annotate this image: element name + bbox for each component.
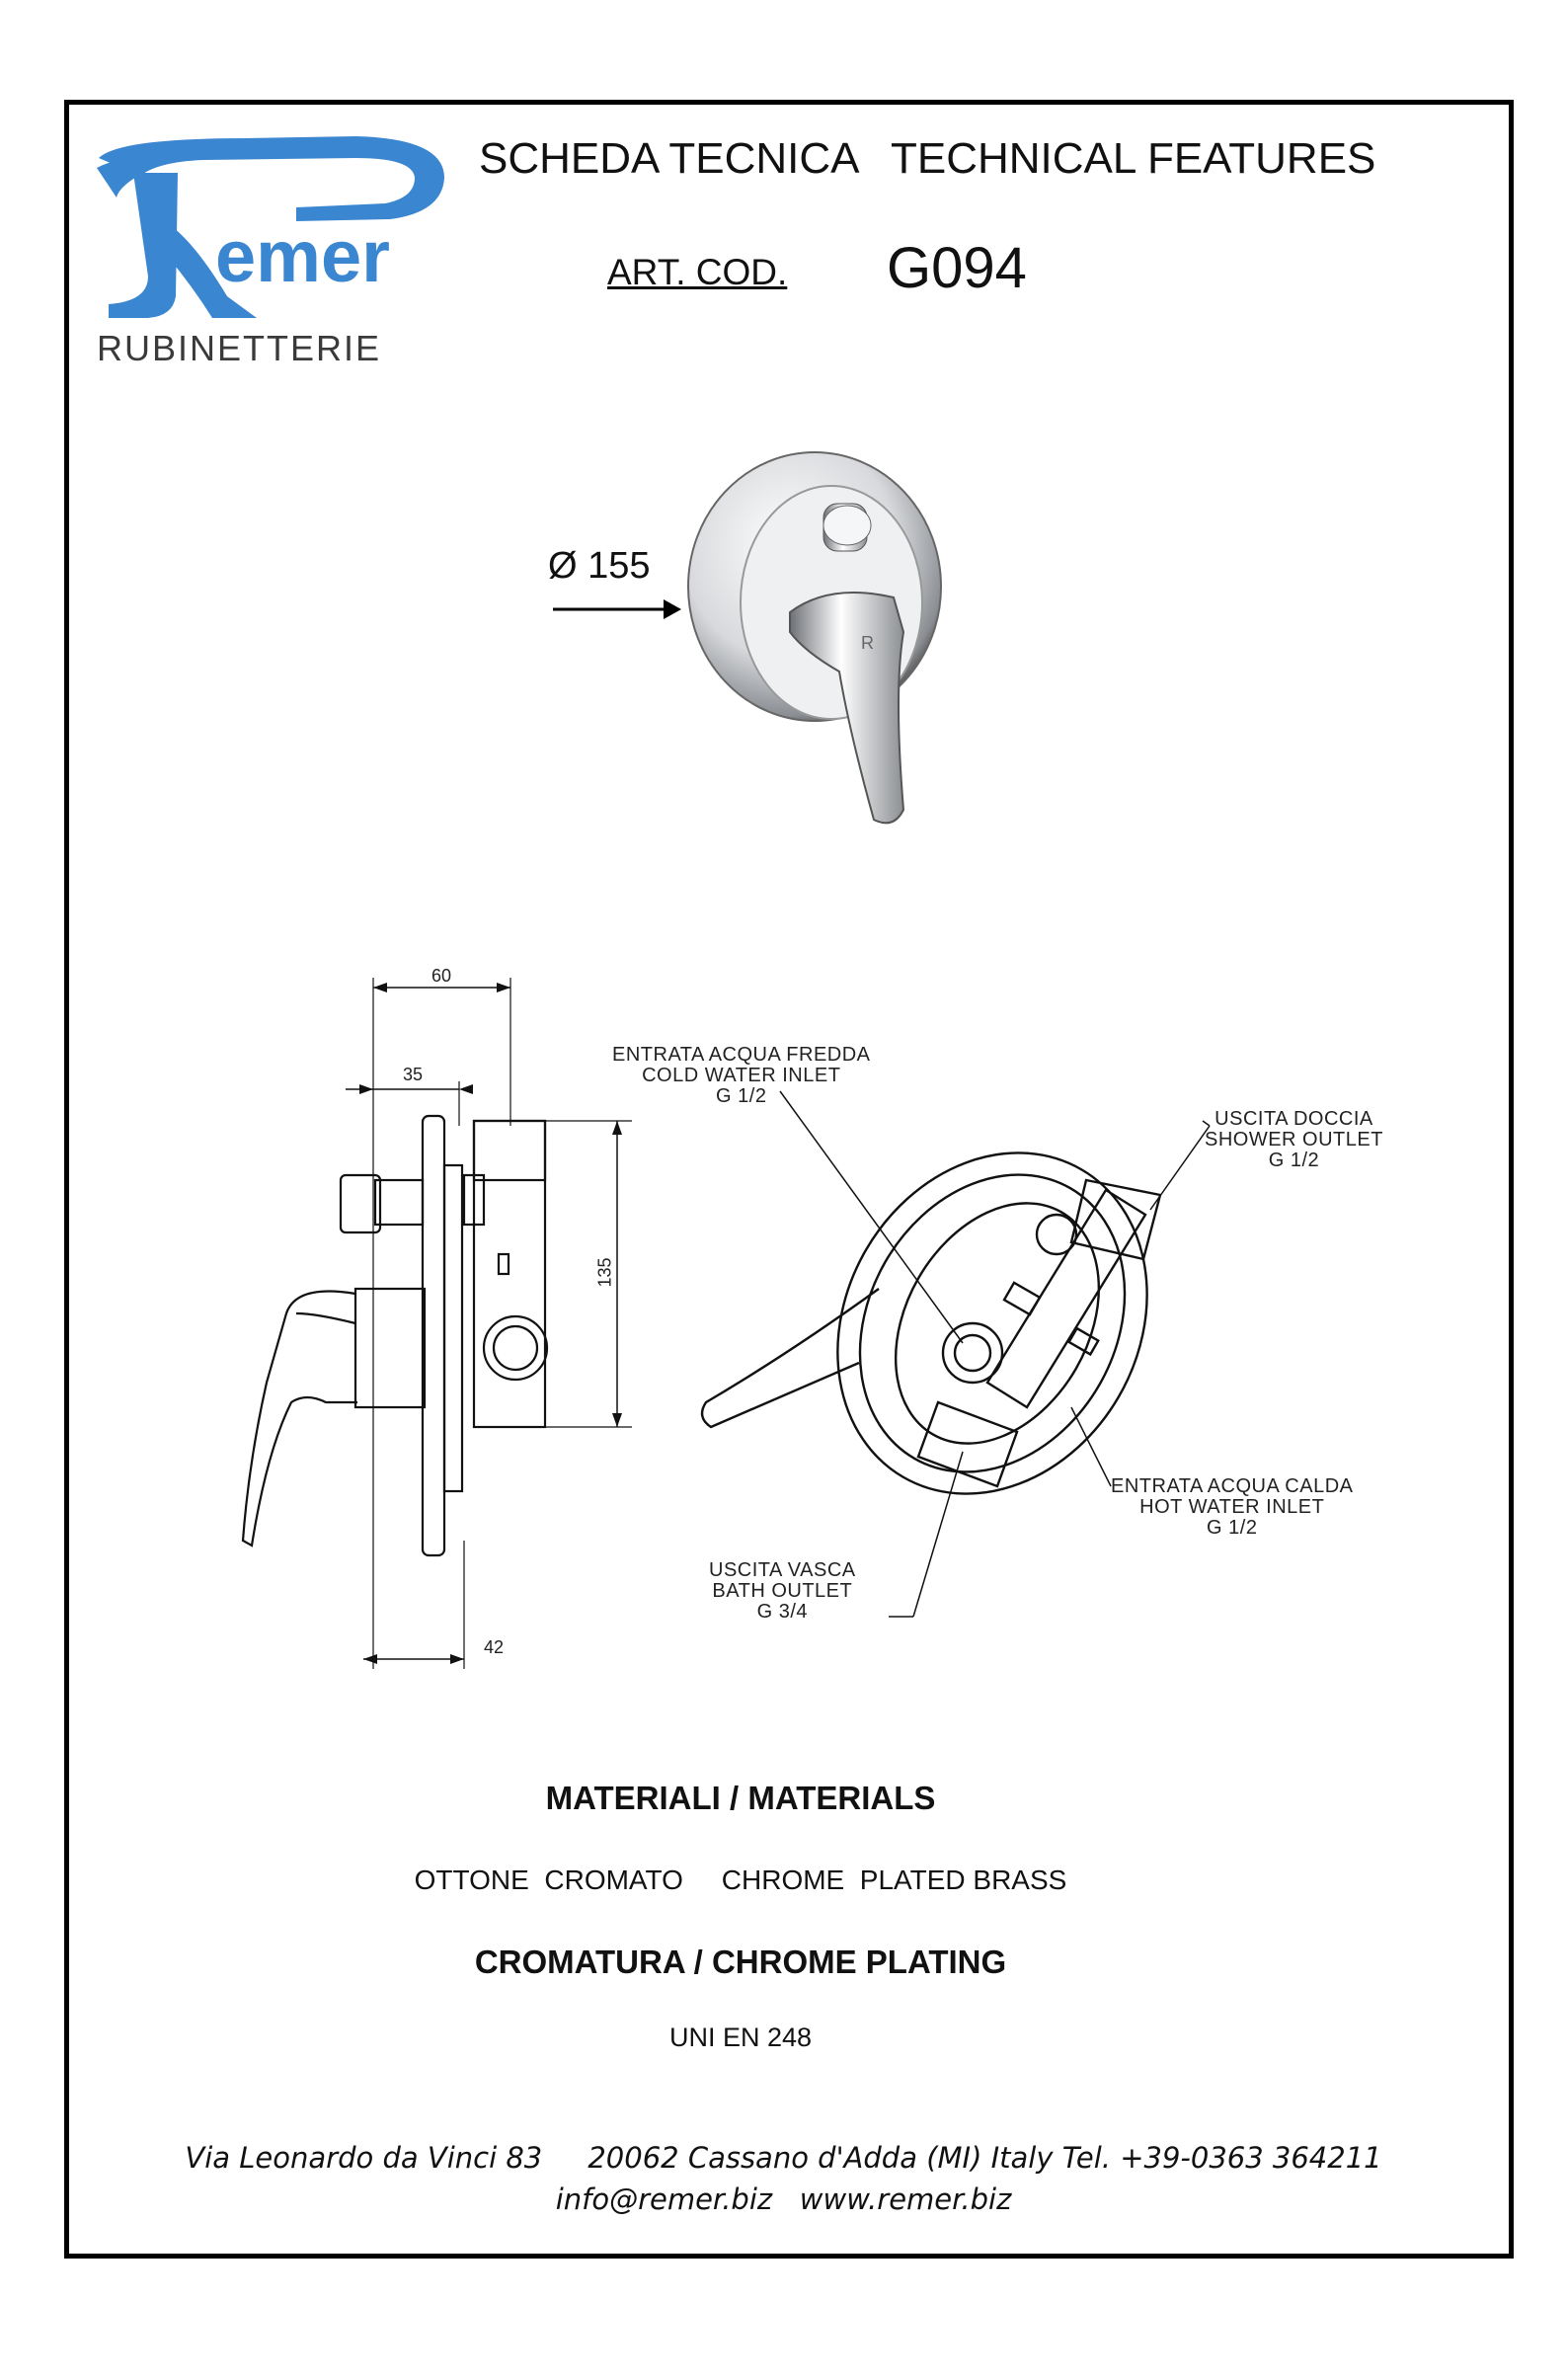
art-code-label: ART. COD. [607,252,788,292]
title-italian: SCHEDA TECNICA [479,134,860,183]
plating-value: UNI EN 248 [668,2023,813,2052]
svg-text:R: R [861,633,874,653]
label-shower-outlet: USCITA DOCCIA SHOWER OUTLET G 1/2 [1205,1108,1383,1171]
footer-address: Via Leonardo da Vinci 83 20062 Cassano d… [185,2141,1382,2175]
logo-word-emer: emer [215,215,390,297]
remer-logo-icon: emer [97,136,444,318]
perspective-drawing [700,1090,1211,1618]
product-image: R [687,451,942,825]
side-view-drawing [241,978,632,1669]
dimension-35: 35 [403,1065,424,1084]
art-code-value: G094 [887,236,1027,300]
label-cold-water-inlet: ENTRATA ACQUA FREDDA COLD WATER INLET G … [612,1044,871,1107]
dimension-42: 42 [484,1637,505,1657]
footer-contact: info@remer.biz www.remer.biz [555,2182,1012,2216]
diameter-label: Ø 155 [548,545,651,587]
dimension-135: 135 [594,1257,615,1288]
title-english: TECHNICAL FEATURES [891,134,1376,183]
label-hot-water-inlet: ENTRATA ACQUA CALDA HOT WATER INLET G 1/… [1111,1475,1354,1539]
document-border [64,100,1514,2259]
plating-heading: CROMATURA / CHROME PLATING [474,1944,1007,1980]
diameter-arrow-icon [553,599,681,619]
materials-value: OTTONE CROMATO CHROME PLATED BRASS [414,1864,1067,1895]
materials-heading: MATERIALI / MATERIALS [545,1780,936,1816]
logo-subtitle: RUBINETTERIE [97,328,382,368]
dimension-60: 60 [431,966,452,986]
label-bath-outlet: USCITA VASCA BATH OUTLET G 3/4 [709,1559,856,1623]
